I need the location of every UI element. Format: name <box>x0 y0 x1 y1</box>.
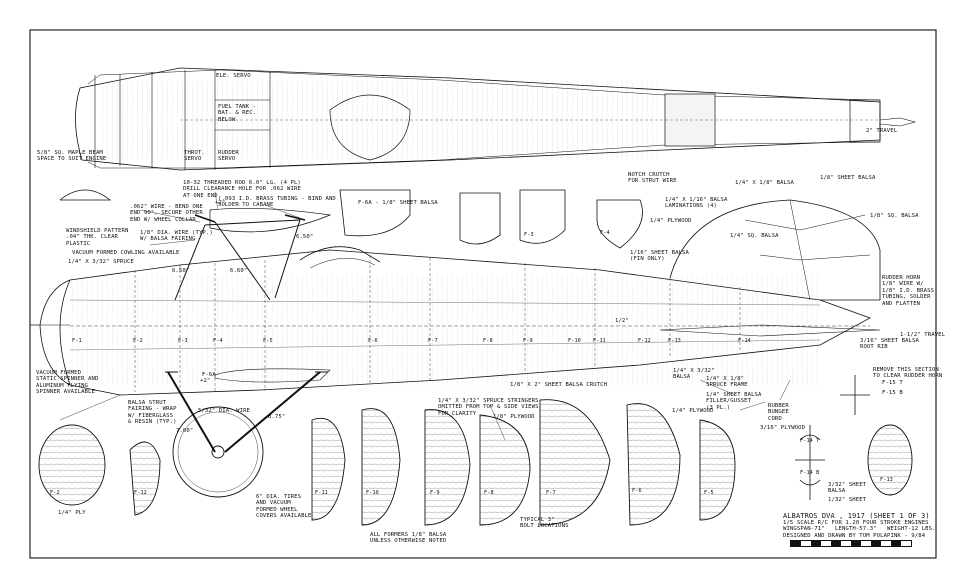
tires-label: 6" DIA. TIRES AND VACUUM FORMED WHEEL CO… <box>256 494 312 520</box>
station-f6: F-6 <box>368 338 378 344</box>
part-f5: F-5 <box>704 490 714 496</box>
station-f5: F-5 <box>263 338 273 344</box>
balsa-laminations-label: 1/4" x 1/16" BALSA LAMINATIONS (4) <box>665 197 728 210</box>
remove-section-label: REMOVE THIS SECTION TO CLEAR RUDDER HORN <box>873 367 943 380</box>
part-f11: F-11 <box>315 490 328 496</box>
scale-bar <box>790 540 912 547</box>
station-f7: F-7 <box>428 338 438 344</box>
f15t-label: F-15 T <box>882 380 903 386</box>
rudder-servo-label: RUDDER SERVO <box>218 150 239 163</box>
brass-tubing-label: (.093 I.D. BRASS TUBING - BIND AND SOLDE… <box>218 196 336 209</box>
wire-532-label: 5/32" DIA. WIRE <box>198 408 251 414</box>
part-f3: F-3 <box>524 232 534 238</box>
dim-700: 7.00" <box>176 428 194 434</box>
station-f3: F-3 <box>178 338 188 344</box>
spruce-stringers-label: 1/4" x 3/32" SPRUCE STRINGERS OMITTED FR… <box>438 398 539 417</box>
ply-bottom-label: 1/4" PLY <box>58 510 86 516</box>
rudder-travel-label: 1-1/2" TRAVEL <box>900 332 946 338</box>
plywood-316-label: 3/16" PLYWOOD <box>760 425 806 431</box>
strut-fairing-label: BALSA STRUT FAIRING - WRAP W/ FIBERGLASS… <box>128 400 177 426</box>
notch-crutch-label: NOTCH CRUTCH FOR STRUT WIRE <box>628 172 677 185</box>
formers-top-row <box>339 189 643 249</box>
propeller-area <box>30 189 112 326</box>
f15b-label: F-15 B <box>882 390 903 396</box>
part-f14b: F-14 B <box>800 470 820 476</box>
plywood-14b-label: 1/4" PLYWOOD <box>672 408 714 414</box>
sheet-fin-label: 1/16" SHEET BALSA (FIN ONLY) <box>630 250 689 263</box>
part-f8: F-8 <box>484 490 494 496</box>
cowling-label: VACUUM FORMED COWLING AVAILABLE <box>72 250 180 256</box>
balsa-qe-label: 1/4" x 1/8" BALSA <box>735 180 794 186</box>
station-f2: F-2 <box>133 338 143 344</box>
dim-660: 6.60" <box>230 268 248 274</box>
dim-half: 1/2" <box>615 318 629 324</box>
landing-gear <box>165 371 328 498</box>
formers-note-label: ALL FORMERS 1/8" BALSA UNLESS OTHERWISE … <box>370 532 447 545</box>
formers-bottom-row <box>38 399 913 526</box>
part-f2: F-2 <box>50 490 60 496</box>
filler-gusset-label: 1/4" SHEET BALSA FILLER/GUSSET (3 PL.) <box>706 392 762 411</box>
dim-2a: +2" <box>215 200 226 206</box>
station-f12: F-12 <box>638 338 651 344</box>
sheet-18-label: 1/8" SHEET BALSA <box>820 175 876 181</box>
station-f14: F-14 <box>738 338 751 344</box>
bungee-label: RUBBER BUNGEE CORD <box>768 403 789 422</box>
sheet-f6a-label: F-6A - 1/8" SHEET BALSA <box>358 200 438 206</box>
dim-875: 8.75" <box>268 414 286 420</box>
tailwheel-parts <box>795 375 870 500</box>
station-f4: F-4 <box>213 338 223 344</box>
spruce-label: 1/4" x 3/32" SPRUCE <box>68 259 134 265</box>
dia-wire-label: 1/8" DIA. WIRE (TYP.) W/ BALSA FAIRING <box>140 230 213 243</box>
part-f4: F-4 <box>600 230 610 236</box>
part-f6: F-6 <box>632 488 642 494</box>
sq-balsa-18-label: 1/8" SQ. BALSA <box>870 213 919 219</box>
ele-servo-label: ELE. SERVO <box>216 73 251 79</box>
wire-bend-label: .062" WIRE - BEND ONE END 90°, SECURE OT… <box>130 204 203 223</box>
station-f9: F-9 <box>523 338 533 344</box>
sheet-332b-label: 3/32" SHEET BALSA <box>828 482 867 495</box>
sheet-1-32-label: 1/32" SHEET <box>828 497 867 503</box>
maple-beam-label: 5/8" SQ. MAPLE BEAM SPACE TO SUIT ENGINE <box>37 150 107 163</box>
part-f13: F-13 <box>880 477 893 483</box>
crutch-label: 1/8" x 2" SHEET BALSA CRUTCH <box>510 382 608 388</box>
dim-2b: +2" <box>200 378 211 384</box>
root-rib-label: 3/16" SHEET BALSA ROOT RIB <box>860 338 919 351</box>
leader-lines <box>59 191 791 441</box>
bolt-locations-label: TYPICAL 3" BOLT LOCATIONS <box>520 517 569 530</box>
title-designer-line: DESIGNED AND DRAWN BY TOM POLAPINK - 9/8… <box>783 532 926 539</box>
fuel-tank-label: FUEL TANK - BAT. & REC. BELOW <box>218 104 257 123</box>
elevator-travel-label: 2" TRAVEL <box>866 128 898 134</box>
station-f13: F-13 <box>668 338 681 344</box>
station-f1: F-1 <box>72 338 82 344</box>
sheet-border <box>29 29 937 559</box>
station-f11: F-11 <box>593 338 606 344</box>
threaded-rod-label: 10-32 THREADED ROD 6.0" LG. (4 PL) DRILL… <box>183 180 301 199</box>
windshield-label: WINDSHIELD PATTERN .04" THK. CLEAR PLAST… <box>66 228 129 247</box>
title-block: ALBATROS DVa , 1917 (SHEET 1 of 3) 1/5 S… <box>783 512 936 539</box>
dim-650a: 6.50" <box>296 234 314 240</box>
plywood-label-a: 1/4" PLYWOOD <box>650 218 692 224</box>
title-scale-line: 1/5 SCALE R/C FOR 1.20 FOUR STROKE ENGIN… <box>783 520 929 526</box>
spinner-label: VACUUM FORMED STATIC SPINNER AND ALUMINU… <box>36 370 99 396</box>
part-f10: F-10 <box>366 490 379 496</box>
cabane-struts <box>174 207 332 301</box>
part-f9: F-9 <box>430 490 440 496</box>
throttle-servo-label: THROT. SERVO <box>184 150 205 163</box>
title-dimensions-line: WINGSPAN-71" LENGTH-57.3" WEIGHT-12 lbs. <box>783 526 936 533</box>
sheet-332-label: 1/4" x 3/32" BALSA <box>673 368 715 381</box>
title-text: ALBATROS DVa , 1917 (SHEET 1 of 3) <box>783 512 930 520</box>
part-f14t: F-14 T <box>800 438 820 444</box>
part-f12: F-12 <box>134 490 147 496</box>
rudder-horn-label: RUDDER HORN 1/8" WIRE W/ 1/8" I.D. BRASS… <box>882 275 935 307</box>
sq-balsa-14-label: 1/4" SQ. BALSA <box>730 233 779 239</box>
f6a-marker: F-6A <box>202 372 216 378</box>
station-f10: F-10 <box>568 338 581 344</box>
part-f7: F-7 <box>546 490 556 496</box>
spruce-frame-label: 1/4" x 1/8" SPRUCE FRAME <box>706 376 748 389</box>
plywood-18-label: 1/8" PLYWOOD <box>493 414 535 420</box>
station-f8: F-8 <box>483 338 493 344</box>
dim-650b: 6.50" <box>172 268 190 274</box>
